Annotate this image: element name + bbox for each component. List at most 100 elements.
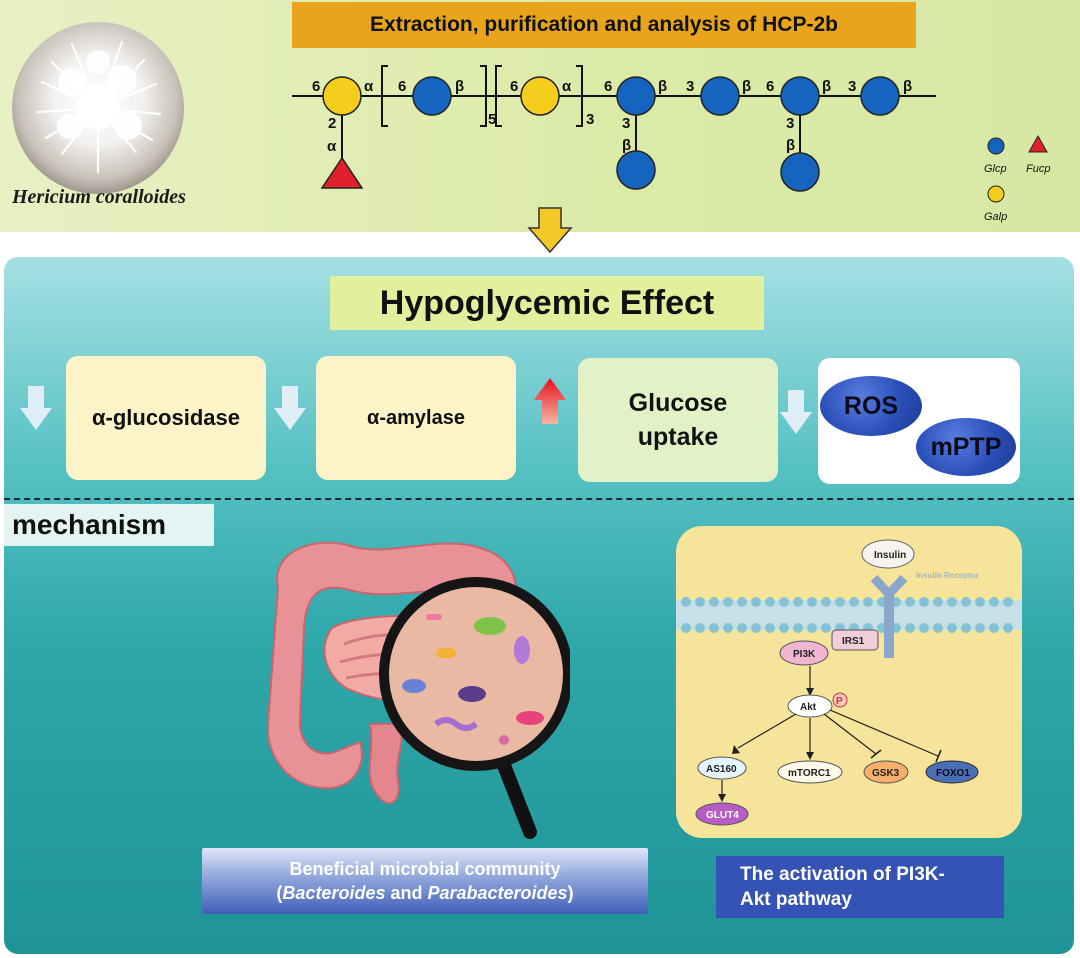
glcp-branch-residue-1 [616,150,656,190]
glcp-branch-residue-2 [780,152,820,192]
and-text: and [385,883,428,903]
paren-close: ) [567,883,574,903]
glcp-residue-5 [860,76,900,116]
microbe-caption-line2: (Bacteroides and Parabacteroides) [276,881,573,905]
ros-ellipse: ROS [820,376,922,436]
link-label: β [822,78,831,95]
glucose-uptake-line2: uptake [637,423,719,451]
legend-glcp-symbol [987,137,1005,155]
glcp-residue-1 [412,76,452,116]
link-label: β [455,78,464,95]
glut4-label: GLUT4 [706,810,739,821]
link-label: 3 [686,78,694,95]
pathway-diagram: Insulin Insulin Receptor IRS1 PI3K Akt P… [676,539,1022,826]
galp-residue-1 [322,76,362,116]
pi3k-label: PI3K [793,649,816,660]
pi3k-akt-pathway-panel: Insulin Insulin Receptor IRS1 PI3K Akt P… [676,526,1022,838]
insulin-label: Insulin [874,550,906,561]
mptp-ellipse: mPTP [916,418,1016,476]
phospho-icon [832,692,848,708]
link-label: β [742,78,751,95]
microbe-caption: Beneficial microbial community (Bacteroi… [202,848,648,914]
paren-open: ( [276,883,283,903]
mtorc1-label: mTORC1 [788,768,831,779]
glut4-node [695,802,749,826]
irs1-box [831,629,879,651]
magnifier-lens [379,577,570,771]
gsk3-node [863,760,909,784]
down-arrow-icon [527,207,573,254]
mechanism-label: mechanism [4,504,214,546]
link-label: β [903,78,912,95]
inhibit-bar [870,749,882,759]
link-label: β [658,78,667,95]
link-label: β [622,137,631,154]
glucose-uptake-card: Glucose uptake [578,358,778,482]
arrowhead [806,688,814,696]
foxo1-node [925,760,979,784]
foxo1-label: FOXO1 [936,768,970,779]
arrowhead [732,745,740,754]
effect-title: Hypoglycemic Effect [330,276,764,330]
receptor-label: Insulin Receptor [916,571,979,580]
link-label: α [327,138,337,155]
microbe-caption-line1: Beneficial microbial community [289,859,561,879]
inhibit-akt-gsk3 [823,713,877,755]
genus-parabacteroides: Parabacteroides [427,883,568,903]
legend-fucp-symbol [1028,134,1048,153]
decrease-arrow-icon [780,390,812,434]
pathway-caption-line2: Akt pathway [740,889,852,910]
bracket-open-1 [381,65,388,127]
bracket-open-2 [495,65,502,127]
pi3k-node [779,640,829,666]
gsk3-label: GSK3 [872,768,900,779]
repeat-count: 5 [488,111,496,128]
inhibit-bar [935,749,942,763]
legend-galp-symbol [987,185,1005,203]
bracket-close-1 [480,65,487,127]
link-label: α [364,78,374,95]
link-label: β [786,137,795,154]
link-label: 6 [312,78,320,95]
mushroom-photo [12,22,184,194]
irs1-label: IRS1 [842,636,865,647]
insulin-receptor: Insulin Insulin Receptor [861,539,979,658]
increase-arrow-icon [534,378,566,424]
species-name: Hericium coralloides [12,186,186,208]
link-label: α [562,78,572,95]
glcp-residue-2 [616,76,656,116]
fucp-residue [320,156,364,189]
galp-residue-2 [520,76,560,116]
legend-glcp-label: Glcp [984,163,1007,175]
pathway-caption: The activation of PI3K- Akt pathway [716,856,1004,918]
mtorc1-node [777,760,843,784]
link-label: 6 [604,78,612,95]
section-divider [4,498,1074,500]
glucose-uptake-line1: Glucose [628,389,728,417]
akt-label: Akt [800,702,817,713]
as160-label: AS160 [706,764,737,775]
bracket-close-2 [576,65,583,127]
arrowhead [718,794,726,802]
pathway-caption-line1: The activation of PI3K- [740,864,945,885]
phospho-label: P [836,696,843,707]
link-label: 6 [398,78,406,95]
repeat-count: 3 [586,111,594,128]
link-label: 3 [622,115,630,132]
intestine-illustration [266,541,570,839]
arrow-akt-as160 [737,713,797,749]
alpha-glucosidase-card: α-glucosidase [66,356,266,480]
sugar-chain-diagram: 6 α 2 α 6 β 5 6 α 3 6 β 3 β 3 β 6 β 3 β … [292,65,1050,223]
link-label: 6 [766,78,774,95]
cell-membrane [676,597,1022,633]
legend-galp-label: Galp [984,211,1007,223]
arrowhead [806,752,814,760]
genus-bacteroides: Bacteroides [282,883,386,903]
link-label: 6 [510,78,518,95]
link-label: 2 [328,115,336,132]
as160-node [697,756,747,780]
akt-node [787,694,833,718]
microbes [402,614,544,745]
section-title: Extraction, purification and analysis of… [292,2,916,48]
decrease-arrow-icon [20,386,52,430]
